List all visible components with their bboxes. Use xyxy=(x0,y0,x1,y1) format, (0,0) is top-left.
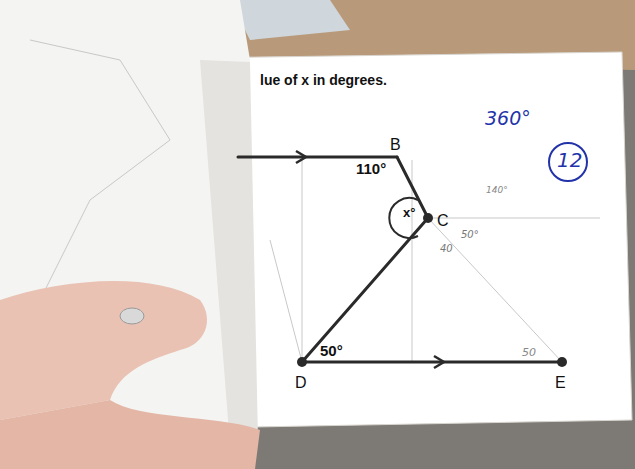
bag xyxy=(230,0,350,40)
score-circle xyxy=(549,143,587,181)
handwritten-score: 12 xyxy=(557,149,582,171)
point-label: B xyxy=(390,136,401,154)
point-label: D xyxy=(295,374,307,392)
angle-label: 50° xyxy=(320,343,343,360)
angle-label: 110° xyxy=(356,161,386,178)
pencil-note: 40 xyxy=(440,243,453,254)
hand xyxy=(0,400,260,469)
ring xyxy=(120,308,144,324)
parallel-arrow xyxy=(434,356,444,368)
handwritten-note: 360° xyxy=(485,108,531,129)
angle-lines xyxy=(238,157,562,362)
pencil-note: 140° xyxy=(486,186,508,196)
pencil-note: 50 xyxy=(522,347,536,359)
point xyxy=(297,357,307,367)
point-label: E xyxy=(555,374,566,392)
parallel-arrow xyxy=(296,151,306,163)
hand xyxy=(0,281,207,420)
point-label: C xyxy=(437,212,449,230)
page-curl-shadow xyxy=(200,60,258,445)
point xyxy=(423,213,433,223)
angle-arc xyxy=(389,198,418,238)
pencil-note: 50° xyxy=(461,229,479,240)
angle-label: x° xyxy=(403,206,415,220)
instruction-text: lue of x in degrees. xyxy=(260,73,387,88)
point xyxy=(557,357,567,367)
